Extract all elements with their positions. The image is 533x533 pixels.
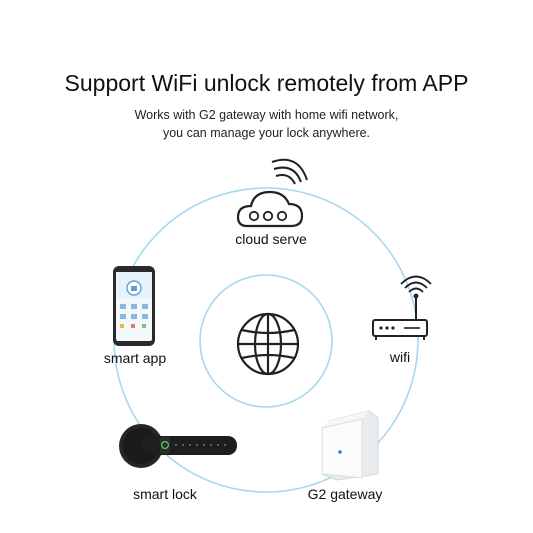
globe-icon <box>236 312 300 376</box>
cloud-icon <box>236 158 308 228</box>
subtitle-line-1: Works with G2 gateway with home wifi net… <box>134 108 399 122</box>
cloud-serve-label: cloud serve <box>235 231 307 247</box>
smart-lock-image <box>119 424 237 468</box>
smart-lock-label: smart lock <box>133 486 197 502</box>
wifi-label: wifi <box>389 349 411 365</box>
wifi-router-icon <box>372 275 432 340</box>
smart-app-label: smart app <box>103 350 167 366</box>
inner-ring <box>199 274 333 408</box>
page-title: Support WiFi unlock remotely from APP <box>64 70 469 96</box>
subtitle-line-2: you can manage your lock anywhere. <box>162 126 371 140</box>
g2-gateway-label: G2 gateway <box>307 486 383 502</box>
smartphone-image <box>113 266 155 346</box>
gateway-device <box>321 410 379 481</box>
